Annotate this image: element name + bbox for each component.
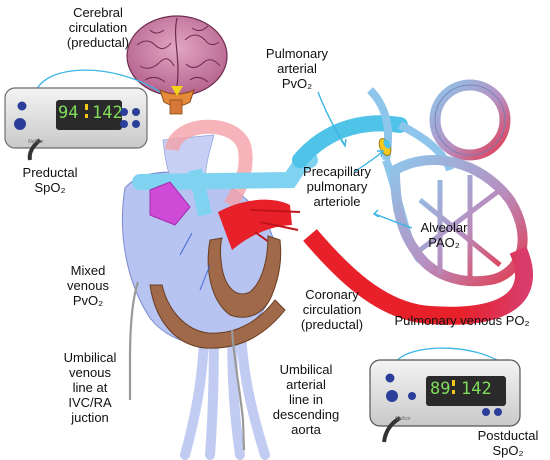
preductal-monitor — [4, 69, 161, 161]
preductal-rate-value: 142 — [92, 103, 123, 123]
postductal-spo2-value: 89 — [430, 379, 451, 399]
postductal-rate-value: 142 — [461, 379, 492, 399]
preductal-brand: Nellcor — [28, 139, 44, 145]
postductal-brand: Nellcor — [395, 416, 411, 422]
brain-illustration — [126, 15, 228, 115]
label-pulmonary-venous: Pulmonary venous PO₂ — [394, 313, 530, 328]
pulmonary-circulation — [292, 79, 533, 325]
preductal-spo2-value: 94 — [58, 103, 79, 123]
postductal-monitor — [369, 347, 521, 443]
